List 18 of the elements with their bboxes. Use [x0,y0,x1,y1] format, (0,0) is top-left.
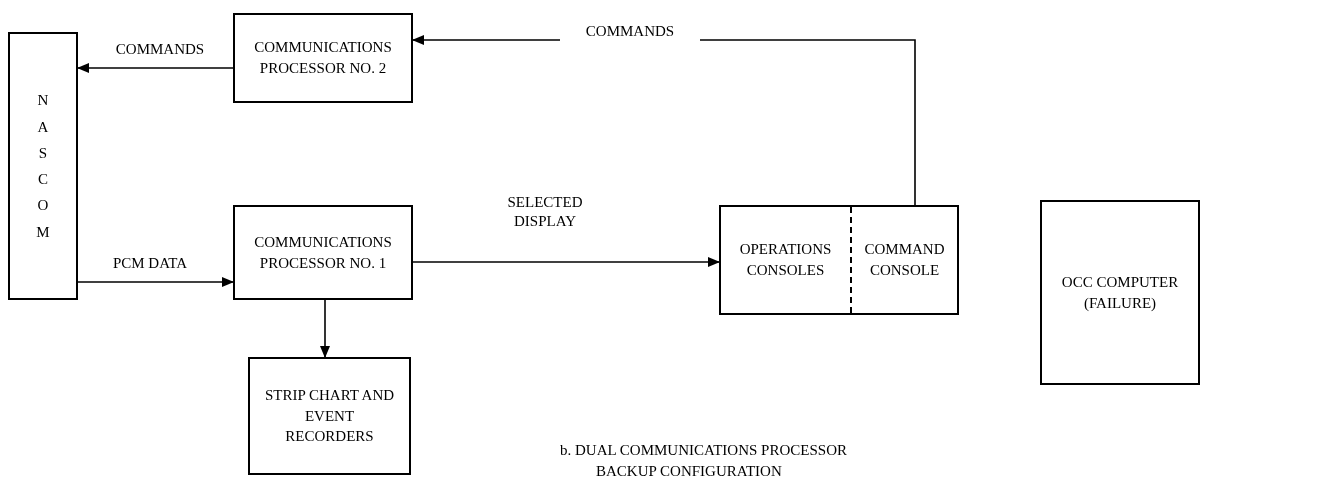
block [233,13,413,103]
arrow [77,63,234,73]
block [1040,200,1200,385]
arrow [77,277,234,287]
block-label: COMMUNICATIONS PROCESSOR NO. 1 [253,232,393,273]
block-label: COMMAND CONSOLE [863,240,946,280]
vertical-block [8,32,78,300]
arrow [412,257,720,267]
split-block [719,205,959,315]
caption: b. DUAL COMMUNICATIONS PROCESSOR BACKUP CONFIGURATION [560,441,848,481]
block-label: OCC COMPUTER (FAILURE) [1060,272,1180,313]
block-label: COMMUNICATIONS PROCESSOR NO. 2 [253,38,393,78]
block-label: OPERATIONS CONSOLES [738,240,833,280]
block [233,205,413,300]
block-label: NASCOM [35,91,51,242]
block [248,357,411,475]
arrow [320,299,330,358]
block-label: STRIP CHART AND EVENT RECORDERS [263,386,396,447]
